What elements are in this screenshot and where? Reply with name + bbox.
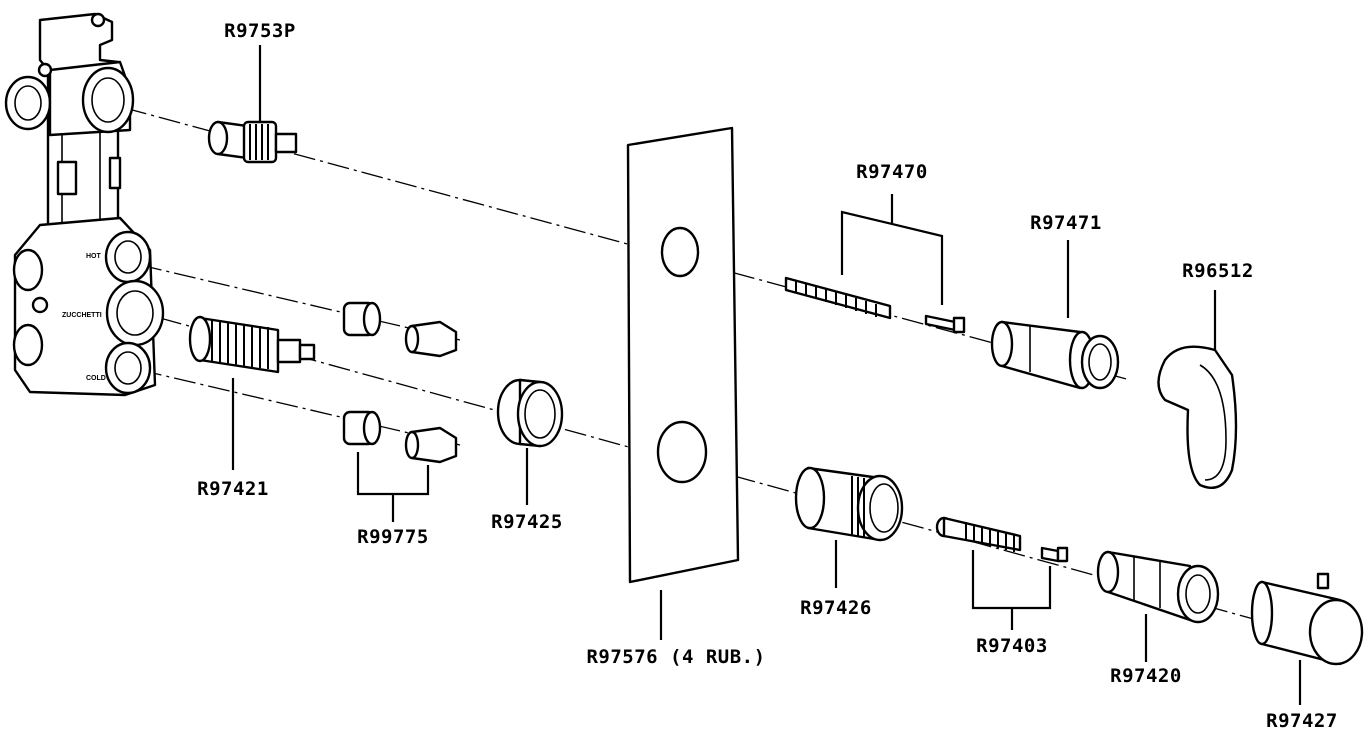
label-r97427: R97427 [1266, 710, 1338, 732]
sleeve-r97471 [990, 320, 1120, 390]
valve-body: HOT ZUCCHETTI COLD [4, 12, 165, 397]
ring-r97425 [496, 378, 564, 448]
knob-r97427 [1250, 572, 1364, 666]
leader-lines [231, 45, 1302, 705]
brand-marking: ZUCCHETTI [62, 312, 102, 319]
center-axes [124, 107, 1331, 641]
hot-marking: HOT [86, 253, 102, 260]
cartridge-r97421 [188, 315, 316, 374]
label-r97470: R97470 [856, 161, 928, 183]
label-r96512: R96512 [1182, 260, 1254, 282]
cartridge-r9753p [207, 120, 298, 164]
label-r9753p: R9753P [224, 20, 296, 42]
check-valves-r99775 [342, 301, 458, 464]
label-r97471: R97471 [1030, 212, 1102, 234]
label-r97420: R97420 [1110, 665, 1182, 687]
lever-handle-r96512 [1157, 345, 1238, 490]
label-r97403: R97403 [976, 635, 1048, 657]
label-r99775: R99775 [357, 526, 429, 548]
label-r97426: R97426 [800, 597, 872, 619]
adapter-r97426 [794, 466, 904, 542]
label-r97421: R97421 [197, 478, 269, 500]
spindle-r97403 [935, 516, 1069, 563]
sleeve-r97420 [1096, 550, 1220, 624]
label-r97425: R97425 [491, 511, 563, 533]
cover-plate-r97576 [626, 126, 740, 584]
cold-marking: COLD [86, 375, 106, 382]
label-r97576: R97576 (4 RUB.) [586, 646, 766, 668]
rod-r97470 [784, 276, 966, 334]
